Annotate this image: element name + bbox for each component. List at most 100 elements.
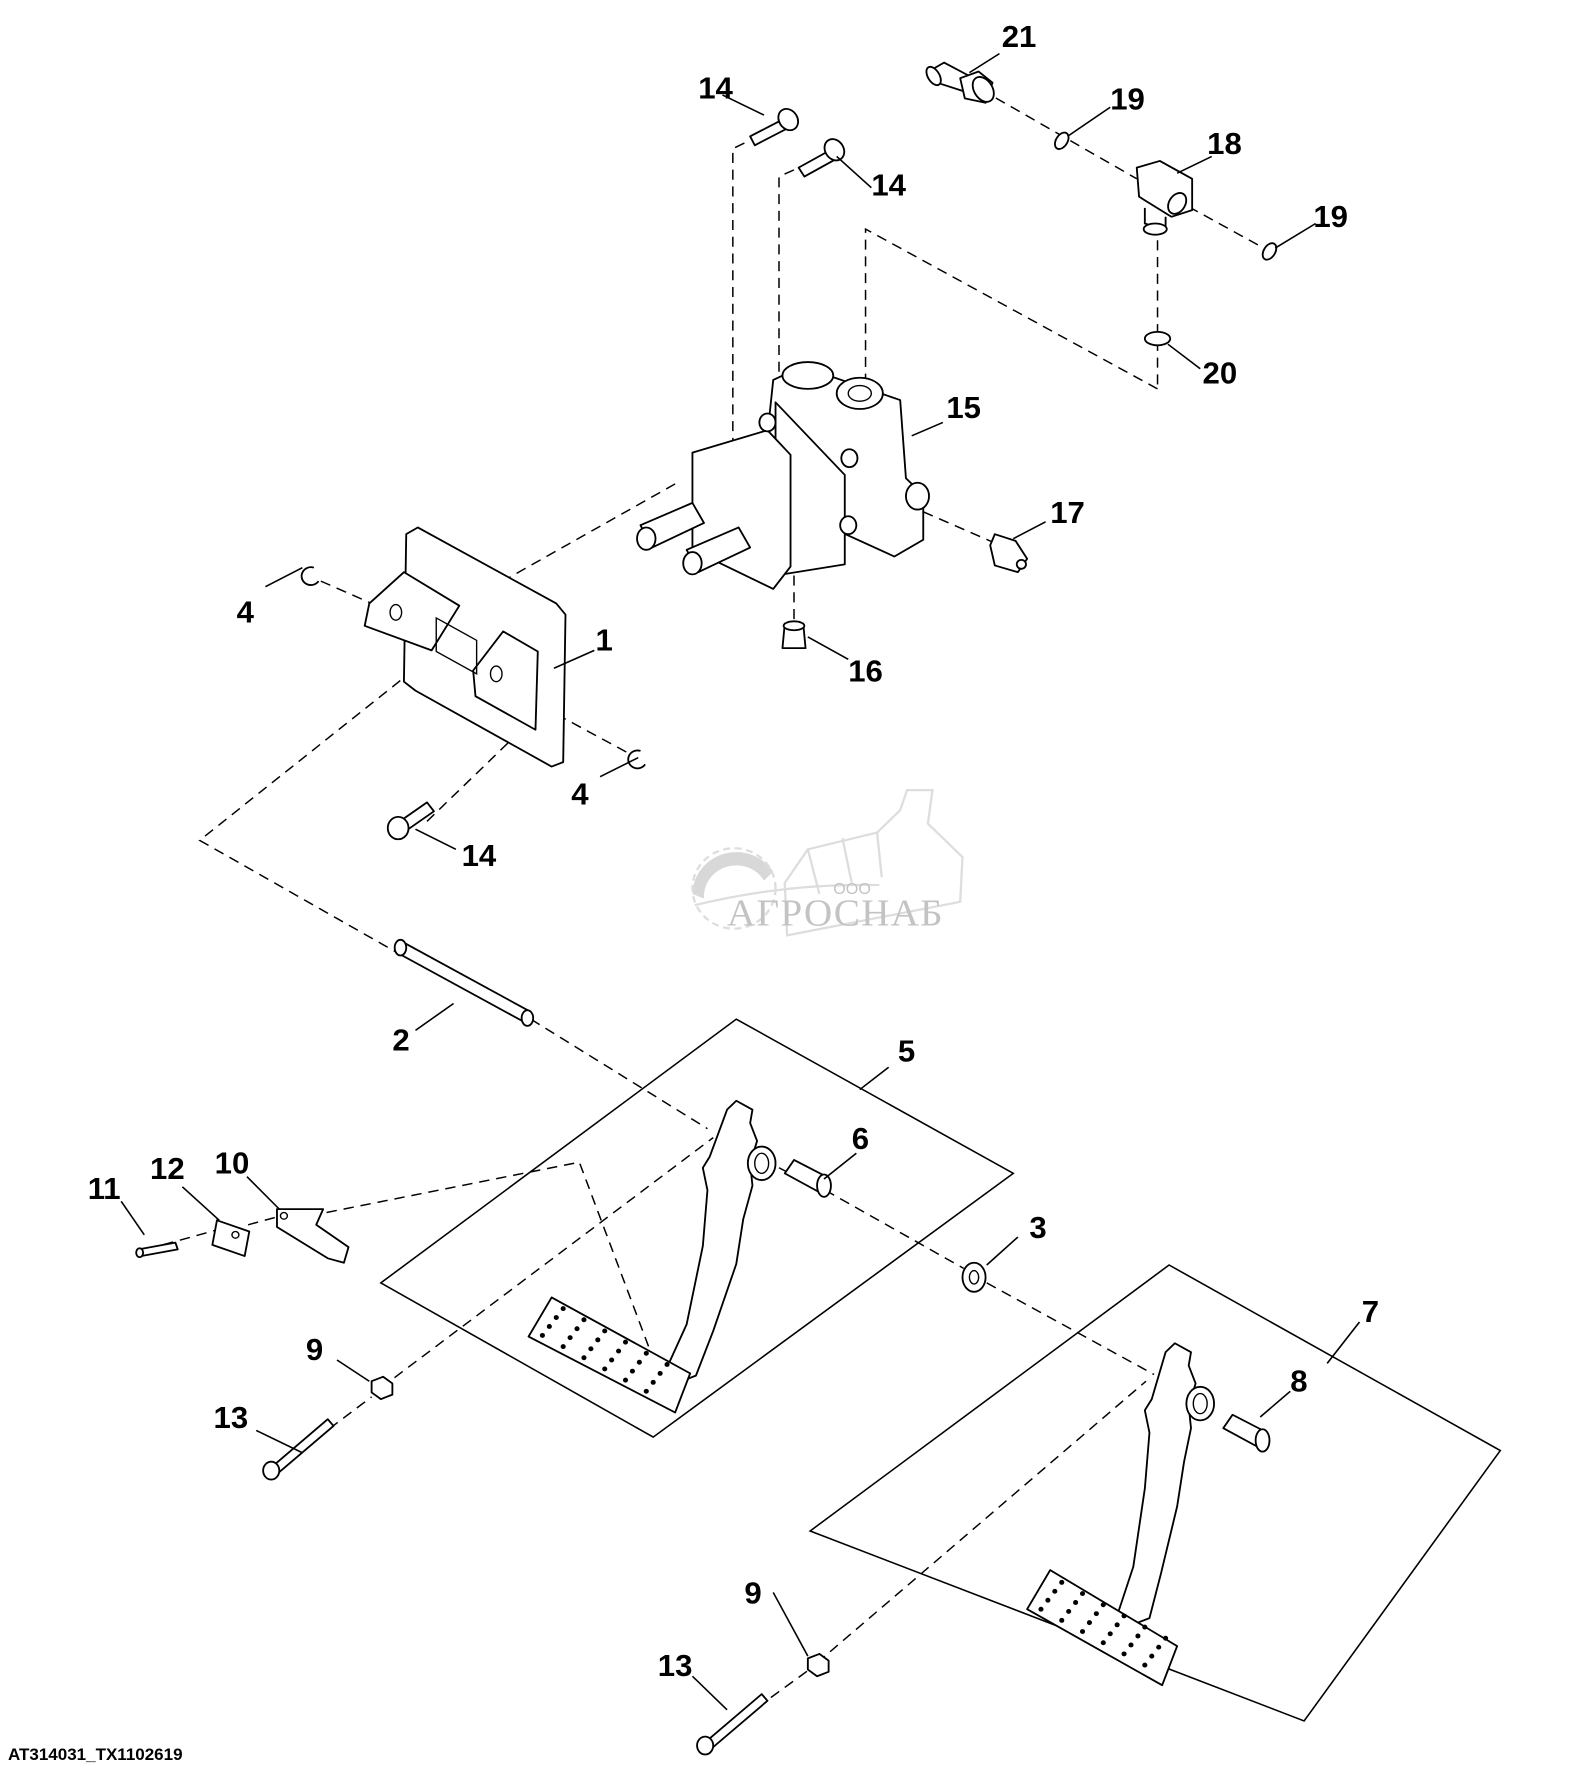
pad-dot — [1045, 1597, 1051, 1603]
pad-dot — [650, 1379, 656, 1385]
pedal-5-group-frame — [379, 1018, 1015, 1439]
pad-dot — [1079, 1591, 1086, 1597]
pad-dot — [609, 1357, 615, 1363]
pad-dot — [581, 1317, 587, 1323]
callout-11: 11 — [88, 1173, 121, 1206]
pad-dot — [595, 1337, 601, 1343]
watermark-brand: АГРОСНАБ — [727, 893, 944, 934]
pad-dot — [1121, 1613, 1127, 1619]
pad-dot — [1142, 1662, 1148, 1668]
part-17-cap — [989, 533, 1029, 574]
callout-4: 4 — [571, 778, 588, 811]
callout-13: 13 — [214, 1402, 249, 1435]
pad-dot — [1059, 1579, 1065, 1585]
callout-7: 7 — [1362, 1295, 1379, 1328]
callout-14: 14 — [871, 169, 906, 202]
callout-6: 6 — [852, 1122, 869, 1155]
part-4-retaining-ring — [300, 566, 320, 586]
callout-19: 19 — [1313, 200, 1348, 233]
part-18-elbow-fitting — [1135, 160, 1194, 236]
part-1-bracket — [363, 526, 567, 768]
callout-12: 12 — [150, 1152, 185, 1185]
part-19-o-ring — [1261, 242, 1278, 261]
callout-labels: 21 19 18 19 20 14 14 15 17 16 4 1 4 14 2… — [88, 20, 1379, 1683]
part-10-lever — [276, 1208, 350, 1264]
part-7-pedal — [1026, 1342, 1216, 1687]
callout-10: 10 — [215, 1147, 250, 1180]
callout-19: 19 — [1110, 83, 1145, 116]
callout-3: 3 — [1029, 1212, 1046, 1245]
pad-dot — [1114, 1622, 1120, 1628]
pad-dot — [1163, 1635, 1169, 1641]
callout-1: 1 — [596, 624, 613, 657]
part-6-bushing — [783, 1159, 832, 1198]
callout-16: 16 — [848, 655, 883, 688]
pedal-pad-dots — [539, 1306, 670, 1394]
pad-dot — [1121, 1651, 1127, 1657]
pad-dot — [1066, 1608, 1072, 1614]
pad-dot — [664, 1362, 670, 1367]
pad-dot — [657, 1370, 663, 1376]
part-9-nut — [370, 1375, 394, 1401]
part-13-cap-screw — [262, 1418, 335, 1481]
part-4-retaining-ring — [627, 749, 646, 770]
pad-dot — [1128, 1642, 1134, 1648]
pad-dot — [1052, 1588, 1058, 1594]
pad-dot — [588, 1346, 594, 1352]
part-9-nut — [806, 1653, 830, 1678]
callout-8: 8 — [1290, 1365, 1307, 1398]
pad-dot — [1149, 1653, 1155, 1659]
part-13-cap-screw — [696, 1693, 769, 1756]
part-3-washer — [961, 1261, 987, 1293]
pad-dot — [1100, 1640, 1106, 1646]
part-14-cap-screw — [386, 801, 435, 841]
part-14-cap-screw — [749, 108, 800, 147]
pad-dot — [574, 1326, 580, 1332]
callout-17: 17 — [1050, 496, 1085, 529]
pad-dot — [643, 1350, 649, 1356]
part-20-o-ring — [1143, 331, 1172, 347]
pad-dot — [1038, 1606, 1044, 1612]
pad-dot — [636, 1359, 642, 1365]
callout-21: 21 — [1002, 20, 1037, 53]
part-2-shaft — [393, 938, 535, 1027]
part-15-brake-valve — [636, 361, 930, 590]
watermark-prefix: ООО — [833, 881, 871, 898]
pad-dot — [581, 1355, 587, 1361]
callout-14: 14 — [462, 840, 497, 873]
pad-dot — [643, 1388, 649, 1394]
watermark-logo: ООО АГРОСНАБ — [691, 788, 964, 937]
pad-dot — [1093, 1611, 1099, 1617]
callout-5: 5 — [898, 1035, 915, 1068]
callout-2: 2 — [392, 1024, 409, 1057]
pad-dot — [616, 1348, 622, 1354]
pedal-pad-dots — [1038, 1579, 1169, 1668]
pad-dot — [602, 1328, 608, 1334]
pad-dot — [560, 1344, 566, 1350]
pad-dot — [602, 1366, 608, 1372]
pad-dot — [553, 1315, 559, 1320]
pad-dot — [629, 1368, 635, 1374]
pad-dot — [1107, 1631, 1113, 1637]
part-14-cap-screw — [797, 138, 846, 178]
callout-4: 4 — [237, 596, 254, 629]
figure-caption: AT314031_TX1102619 — [8, 1745, 183, 1764]
pad-dot — [1135, 1633, 1141, 1639]
pedal-7-group-frame — [808, 1264, 1502, 1722]
pad-dot — [1073, 1600, 1079, 1605]
pad-dot — [1059, 1617, 1065, 1623]
part-16-fitting — [781, 620, 807, 650]
callout-9: 9 — [306, 1333, 323, 1366]
callout-9: 9 — [744, 1577, 761, 1610]
leader-lines — [120, 52, 1361, 1711]
callout-13: 13 — [658, 1650, 693, 1683]
pad-dot — [1079, 1629, 1086, 1635]
pad-dot — [1100, 1602, 1106, 1608]
callout-20: 20 — [1203, 357, 1238, 390]
pad-dot — [546, 1324, 552, 1329]
pad-dot — [622, 1377, 629, 1383]
callout-18: 18 — [1207, 128, 1242, 161]
pad-dot — [1142, 1624, 1148, 1630]
pad-dot — [1156, 1644, 1162, 1650]
pad-dot — [567, 1335, 573, 1341]
